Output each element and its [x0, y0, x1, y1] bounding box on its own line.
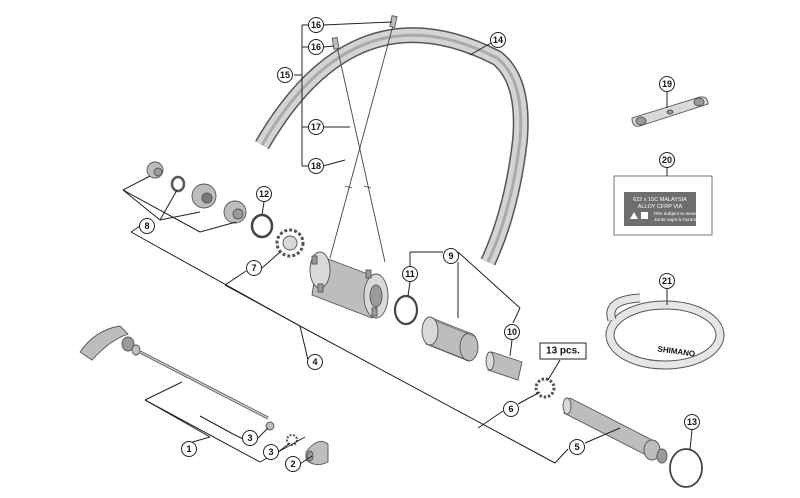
callout-11: 11 [402, 266, 418, 282]
svg-text:21: 21 [662, 276, 672, 286]
svg-text:7: 7 [251, 263, 256, 273]
svg-text:17: 17 [311, 122, 321, 132]
end-cap-left [146, 161, 164, 179]
callout-12: 12 [256, 186, 272, 202]
svg-text:13: 13 [687, 417, 697, 427]
rim [255, 27, 529, 266]
seal-ring-11 [393, 294, 419, 326]
warning-triangle-icon [630, 212, 638, 219]
hub-axle [562, 397, 668, 464]
rim-tape-brand: SHIMANO [657, 344, 696, 358]
cone [223, 200, 247, 224]
callout-8: 8 [139, 218, 155, 234]
callout-21: 21 [659, 273, 675, 289]
svg-text:5: 5 [574, 442, 579, 452]
svg-text:3: 3 [268, 447, 273, 457]
svg-text:10: 10 [507, 327, 517, 337]
spoke-nipple-top [389, 15, 398, 29]
callout-16-mid: 16 [308, 39, 324, 55]
svg-text:8: 8 [144, 221, 149, 231]
callout-14: 14 [490, 32, 506, 48]
callout-15: 15 [277, 67, 293, 83]
callout-20: 20 [659, 152, 675, 168]
dust-cap-12 [250, 213, 274, 239]
svg-text:6: 6 [508, 404, 513, 414]
callout-10: 10 [504, 324, 520, 340]
callout-4: 4 [307, 354, 323, 370]
callout-1: 1 [181, 441, 197, 457]
svg-text:1: 1 [186, 444, 191, 454]
svg-text:9: 9 [448, 251, 453, 261]
svg-text:3: 3 [247, 433, 252, 443]
svg-text:4: 4 [312, 357, 317, 367]
small-washer [170, 175, 186, 193]
rotor-lockring-7 [275, 228, 305, 258]
svg-text:19: 19 [662, 79, 672, 89]
quick-release-lever [79, 325, 269, 420]
callout-7: 7 [246, 260, 262, 276]
svg-text:16: 16 [311, 42, 321, 52]
svg-text:18: 18 [311, 161, 321, 171]
rim-tape-roll: SHIMANO [605, 293, 725, 370]
callout-18: 18 [308, 158, 324, 174]
quantity-note: 13 pcs. [546, 346, 580, 357]
callout-9: 9 [443, 248, 459, 264]
spoke-wrench [631, 96, 709, 127]
qr-spring-lower [286, 434, 298, 446]
leader-lines [122, 21, 693, 465]
spoke-nipple-left [331, 37, 340, 50]
o-ring [669, 448, 703, 488]
freehub-body [421, 316, 479, 362]
svg-text:11: 11 [405, 269, 415, 279]
svg-text:16: 16 [311, 20, 321, 30]
sticker-line-3: Rim subject to wear [654, 211, 697, 217]
locknut [191, 183, 217, 209]
callout-3-lower: 3 [263, 444, 279, 460]
callout-6: 6 [503, 401, 519, 417]
svg-text:20: 20 [662, 155, 672, 165]
svg-text:15: 15 [280, 70, 290, 80]
sticker-line-2: ALLOY CFRP VIA [638, 204, 683, 210]
rim-sticker: 622 x 15C MALAYSIA ALLOY CFRP VIA Rim su… [613, 175, 713, 236]
callout-2: 2 [285, 456, 301, 472]
callout-16-top: 16 [308, 17, 324, 33]
spokes [329, 21, 395, 263]
quantity-note-box: 13 pcs. [539, 342, 587, 360]
qr-adjusting-nut [305, 440, 329, 465]
steel-balls [534, 377, 556, 399]
callout-19: 19 [659, 76, 675, 92]
hub-body [309, 251, 389, 319]
sticker-line-4: Jante sujet à l'usure [654, 217, 697, 223]
spacer-10 [485, 351, 523, 381]
callout-5: 5 [569, 439, 585, 455]
callout-3-upper: 3 [242, 430, 258, 446]
svg-text:12: 12 [259, 189, 269, 199]
svg-text:2: 2 [290, 459, 295, 469]
svg-text:14: 14 [493, 35, 503, 45]
sticker-line-1: 622 x 15C MALAYSIA [633, 197, 687, 203]
callout-17: 17 [308, 119, 324, 135]
callout-13: 13 [684, 414, 700, 430]
manual-icon [641, 212, 648, 219]
